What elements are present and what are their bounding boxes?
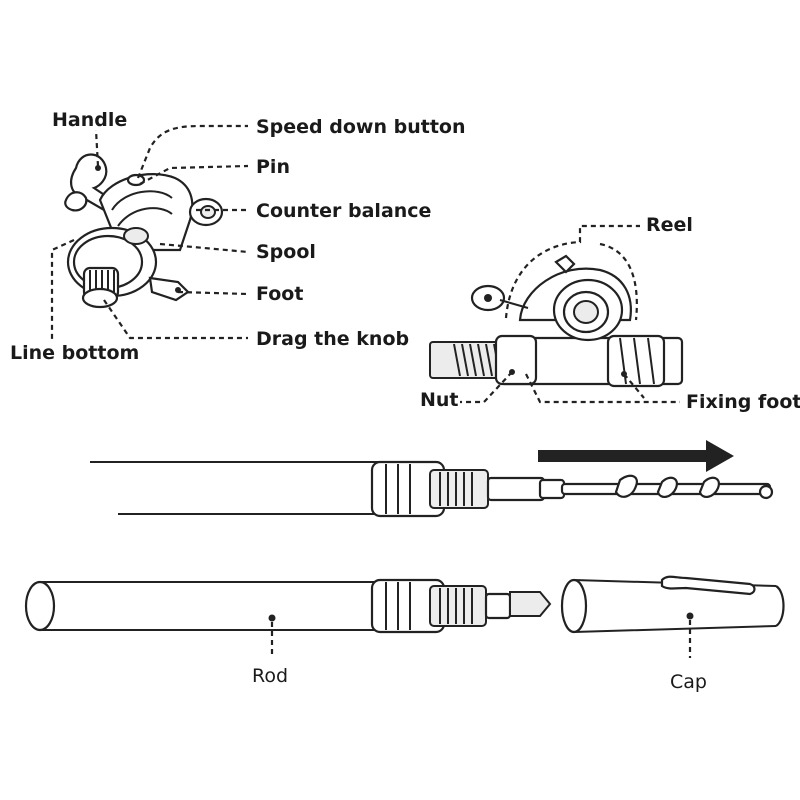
collapsed-rod-illustration — [24, 578, 552, 634]
label-fixing-foot: Fixing foot — [686, 391, 800, 413]
reel-illustration — [64, 153, 224, 309]
label-reel: Reel — [646, 214, 693, 236]
label-spool: Spool — [256, 241, 316, 263]
label-cap: Cap — [670, 671, 707, 693]
label-foot: Foot — [256, 283, 303, 305]
mounted-leader-lines — [460, 224, 680, 404]
label-nut: Nut — [420, 389, 459, 411]
bottom-leader-lines — [270, 620, 692, 658]
label-drag-the-knob: Drag the knob — [256, 328, 409, 350]
mounted-reel-illustration — [429, 254, 684, 388]
reel-leader-lines — [50, 124, 249, 340]
label-speed-down-button: Speed down button — [256, 116, 466, 138]
label-counter-balance: Counter balance — [256, 200, 431, 222]
cap-illustration — [560, 575, 785, 634]
label-line-bottom: Line bottom — [10, 342, 139, 364]
label-rod: Rod — [252, 665, 288, 687]
label-pin: Pin — [256, 156, 290, 178]
arrow-right-icon — [538, 440, 734, 472]
label-handle: Handle — [52, 109, 127, 131]
extended-rod-illustration — [90, 440, 774, 518]
